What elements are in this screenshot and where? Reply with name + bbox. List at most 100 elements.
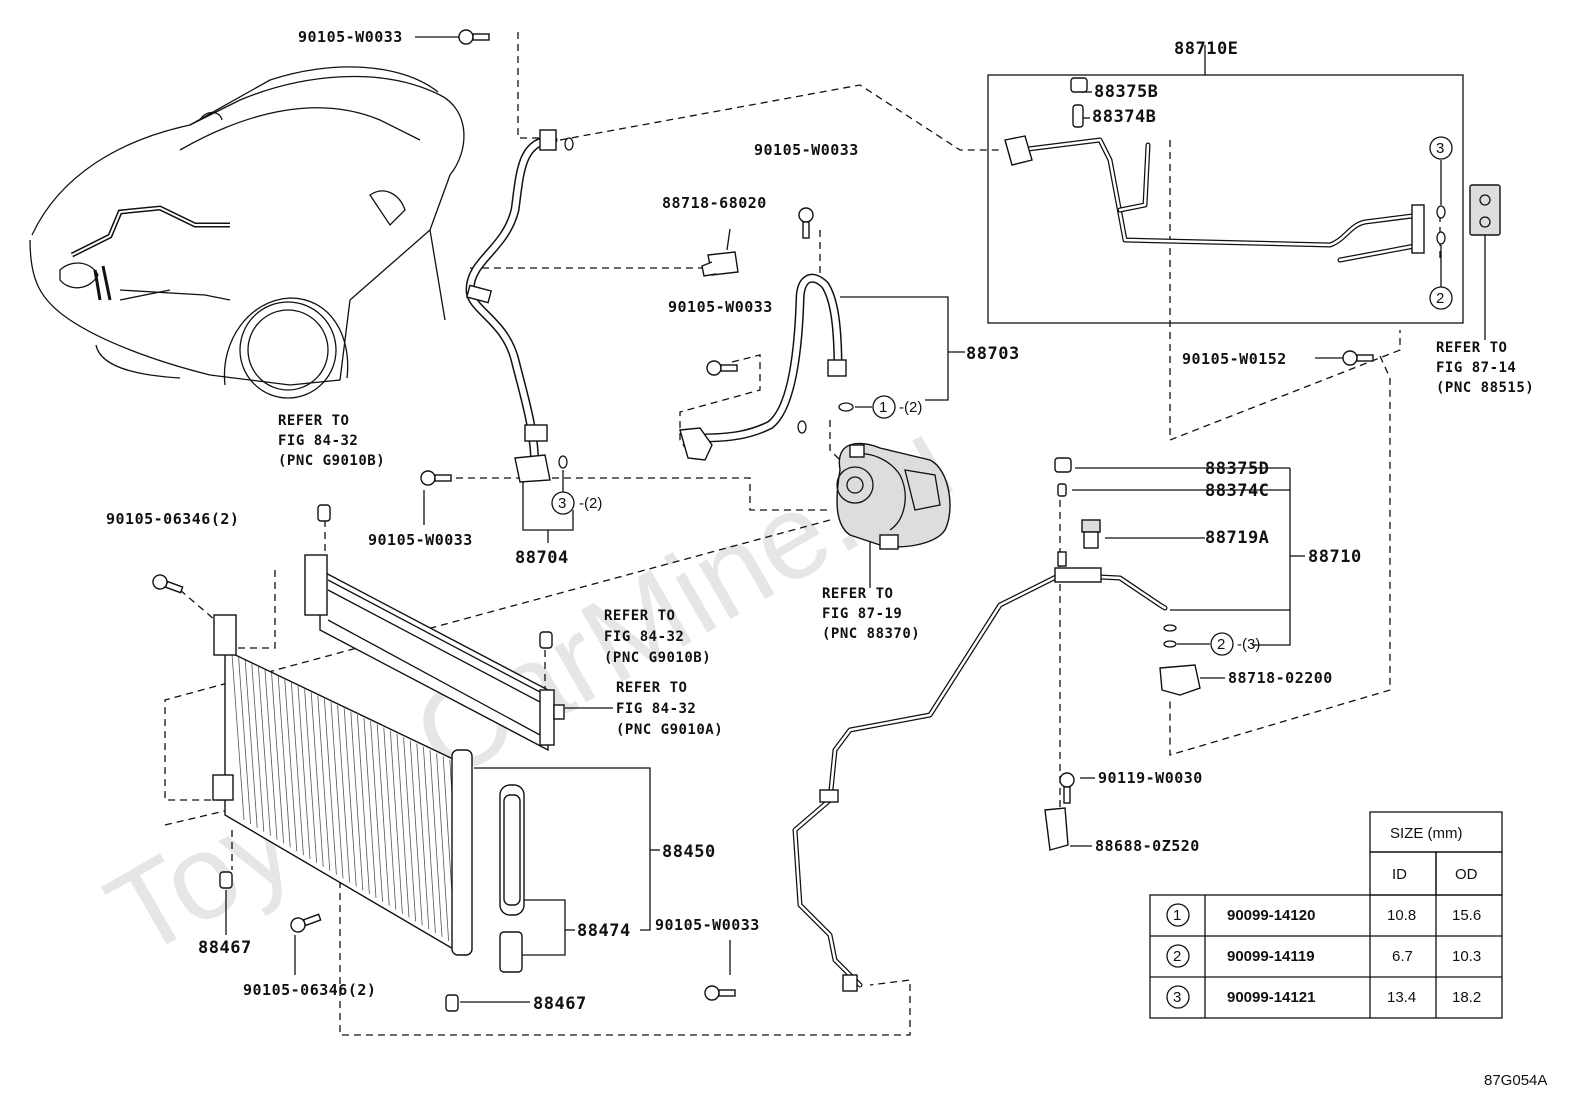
bolts (152, 29, 1374, 1012)
condenser-fin (383, 727, 397, 910)
refer-87-14-3: (PNC 88515) (1436, 380, 1534, 396)
refer-84-32-b-2: FIG 84-32 (604, 629, 684, 645)
label-88474: 88474 (577, 921, 631, 941)
condenser-fin (297, 685, 311, 860)
radiator (304, 554, 565, 752)
condenser-fin (231, 653, 245, 821)
bolt-icon (704, 985, 736, 1001)
label-88704: 88704 (515, 548, 569, 568)
bolt-icon (706, 360, 738, 376)
tube-88710 (792, 551, 1177, 992)
condenser-fin (337, 705, 350, 883)
label-88467-bottom: 88467 (533, 994, 587, 1014)
group-box-88710e (987, 74, 1464, 324)
size-row-2-id: 6.7 (1392, 948, 1413, 965)
label-bolt-mid-left: 90105-W0033 (668, 298, 773, 316)
label-bolt-w0152: 90105-W0152 (1182, 350, 1287, 368)
bolt-icon (420, 470, 452, 486)
label-bolt-88703: 90105-W0033 (754, 141, 859, 159)
condenser-fin (284, 679, 298, 852)
label-88467-left: 88467 (198, 938, 252, 958)
marker-cooler-a: 3 (1436, 140, 1444, 157)
size-row-3-od: 18.2 (1452, 989, 1481, 1006)
condenser-fin (324, 698, 337, 875)
label-bolt-top: 90105-W0033 (298, 28, 403, 46)
hose-88703 (679, 273, 854, 461)
plug-88375d (1054, 457, 1072, 473)
refer-84-32-b-1: REFER TO (604, 608, 675, 624)
solid-leaders (225, 36, 1486, 1003)
marker-88703-oring: 1 (879, 399, 887, 416)
refer-notes: REFER TO FIG 84-32 (PNC G9010B) REFER TO… (278, 340, 1534, 738)
refer-87-19-1: REFER TO (822, 586, 893, 602)
marker-circle (872, 395, 896, 419)
condenser-fin (363, 717, 377, 899)
condenser-fin (271, 673, 284, 844)
clip-88718-68020 (701, 251, 739, 277)
refer-84-32-a-1: REFER TO (616, 680, 687, 696)
condenser-fin (277, 676, 291, 848)
refer-84-32-a-3: (PNC G9010A) (616, 722, 723, 738)
condenser-fin (258, 666, 271, 836)
condenser-fin (370, 721, 383, 902)
marker-88704-oring: 3 (558, 495, 566, 512)
bolt-icon (152, 574, 184, 594)
condenser-fin (350, 711, 364, 891)
condenser-fin (310, 692, 324, 867)
condenser-fin (429, 749, 443, 938)
oring-markers: 1 -(2) 3 -(2) 3 2 2 -(3) (551, 136, 1453, 656)
dashed-leaders (164, 32, 1441, 1036)
bolt-icon (1342, 350, 1374, 366)
label-88375b: 88375B (1094, 82, 1158, 102)
label-bolt-w0030: 90119-W0030 (1098, 769, 1203, 787)
label-bolt-06346-top: 90105-06346(2) (106, 510, 239, 528)
label-88718-02200: 88718-02200 (1228, 669, 1333, 687)
label-88374b: 88374B (1092, 107, 1156, 127)
size-row-3-part: 90099-14121 (1227, 989, 1315, 1006)
plug-88467-left-icon (219, 871, 233, 889)
size-row-2-od: 10.3 (1452, 948, 1481, 965)
bolt-icon (458, 29, 490, 45)
size-row-3-mark: 3 (1173, 989, 1181, 1006)
size-table-title: SIZE (mm) (1390, 825, 1463, 842)
refer-87-14-2: FIG 87-14 (1436, 360, 1516, 376)
grommet-icon (539, 631, 553, 649)
plug-88467-bottom-icon (445, 994, 459, 1012)
size-row-2-mark: 2 (1173, 948, 1181, 965)
label-88374c: 88374C (1205, 481, 1269, 501)
clamp-88718-02200 (1159, 664, 1201, 696)
refer-87-19-3: (PNC 88370) (822, 626, 920, 642)
pressure-switch-88719a (1081, 519, 1101, 549)
label-88718-68020: 88718-68020 (662, 194, 767, 212)
bolt-icon (290, 913, 322, 933)
condenser-fin (409, 740, 423, 926)
label-88719a: 88719A (1205, 528, 1269, 548)
size-row-3-id: 13.4 (1387, 989, 1416, 1006)
size-table-col-od: OD (1455, 866, 1478, 883)
size-row-2-part: 90099-14119 (1227, 948, 1315, 965)
size-row-1-mark: 1 (1173, 907, 1181, 924)
size-row-1-od: 15.6 (1452, 907, 1481, 924)
bolt-icon (798, 207, 814, 239)
label-bolt-88704: 90105-W0033 (368, 531, 473, 549)
label-bolt-06346-bottom: 90105-06346(2) (243, 981, 376, 999)
refer-84-32-b-3: (PNC G9010B) (604, 650, 711, 666)
condenser-fin (343, 708, 357, 887)
condenser-fin (390, 730, 403, 914)
label-88450: 88450 (662, 842, 716, 862)
refer-84-32-left-3: (PNC G9010B) (278, 453, 385, 469)
hose-88704 (465, 129, 574, 483)
marker-88710-oring: 2 (1217, 636, 1225, 653)
refer-87-14-1: REFER TO (1436, 340, 1507, 356)
condenser-fin (251, 663, 265, 832)
size-table: SIZE (mm) ID OD 1 90099-14120 10.8 15.6 … (1149, 811, 1503, 1019)
marker-cooler-b: 2 (1436, 290, 1444, 307)
condenser-88450 (212, 614, 525, 973)
refer-84-32-left-1: REFER TO (278, 413, 349, 429)
label-88688-0z520: 88688-0Z520 (1095, 837, 1200, 855)
valve-88374c (1057, 483, 1067, 497)
marker-circle (1210, 632, 1234, 656)
condenser-fin (357, 714, 370, 895)
condenser-fin (304, 689, 317, 863)
